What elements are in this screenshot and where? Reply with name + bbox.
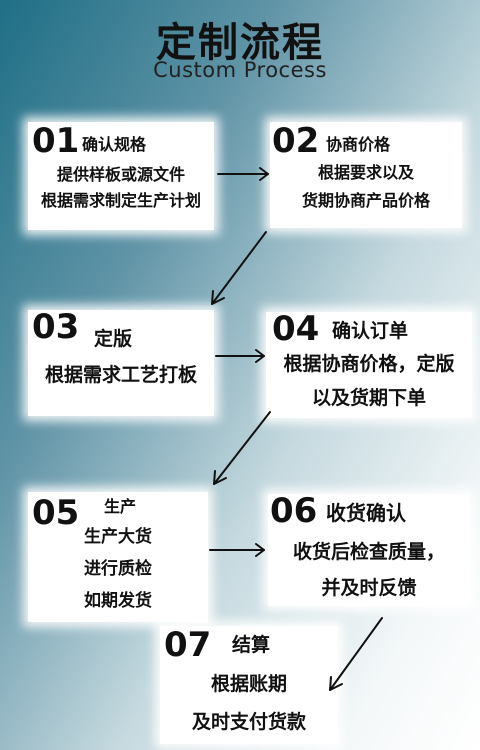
step-description-line: 根据需求工艺打板 xyxy=(44,364,197,386)
step-number: 01 xyxy=(32,121,80,161)
step-title: 确认规格 xyxy=(82,135,147,154)
step-description-line: 提供样板或源文件 xyxy=(56,165,185,184)
arrow-down-left-icon xyxy=(211,231,267,305)
step-card-04: 04 确认订单 根据协商价格，定版 以及货期下单 xyxy=(266,312,472,418)
step-card-01: 01 确认规格 提供样板或源文件 根据需求制定生产计划 xyxy=(28,122,214,230)
page-subtitle: Custom Process xyxy=(153,58,327,82)
step-description-line: 生产大货 xyxy=(84,527,152,547)
arrow-down-left-icon xyxy=(213,411,271,485)
arrow-right-icon xyxy=(215,349,265,363)
step-title: 收货确认 xyxy=(326,501,406,525)
step-number: 07 xyxy=(164,625,212,665)
step-description-line: 以及货期下单 xyxy=(311,387,426,409)
arrow-right-icon xyxy=(209,543,265,557)
step-title: 定版 xyxy=(94,328,133,350)
step-card-06: 06 收货确认 收货后检查质量， 并及时反馈 xyxy=(268,494,470,606)
arrow-down-left-icon xyxy=(329,617,383,691)
step-description-line: 根据要求以及 xyxy=(317,163,414,182)
step-description-line: 根据账期 xyxy=(210,673,287,695)
step-description-line: 根据需求制定生产计划 xyxy=(40,191,201,210)
page-title: 定制流程 xyxy=(156,20,324,66)
step-title: 生产 xyxy=(104,497,137,516)
step-description-line: 收货后检查质量， xyxy=(292,541,445,563)
step-title: 协商价格 xyxy=(326,135,391,154)
step-description-line: 根据协商价格，定版 xyxy=(283,353,455,375)
step-description-line: 货期协商产品价格 xyxy=(301,191,430,210)
arrow-right-icon xyxy=(217,167,269,181)
step-number: 06 xyxy=(270,491,318,531)
step-description-line: 如期发货 xyxy=(84,591,152,611)
step-description-line: 并及时反馈 xyxy=(321,577,417,599)
step-number: 02 xyxy=(272,121,320,161)
step-card-05: 05 生产 生产大货 进行质检 如期发货 xyxy=(28,492,208,622)
step-number: 04 xyxy=(272,309,320,349)
step-description-line: 进行质检 xyxy=(84,559,152,579)
step-card-02: 02 协商价格 根据要求以及 货期协商产品价格 xyxy=(270,122,462,228)
step-title: 结算 xyxy=(232,634,271,656)
step-card-07: 07 结算 根据账期 及时支付货款 xyxy=(160,626,338,744)
step-number: 05 xyxy=(32,493,80,533)
step-title: 确认订单 xyxy=(332,320,409,342)
step-number: 03 xyxy=(32,307,80,347)
step-card-03: 03 定版 根据需求工艺打板 xyxy=(28,310,214,416)
step-description-line: 及时支付货款 xyxy=(191,711,306,733)
